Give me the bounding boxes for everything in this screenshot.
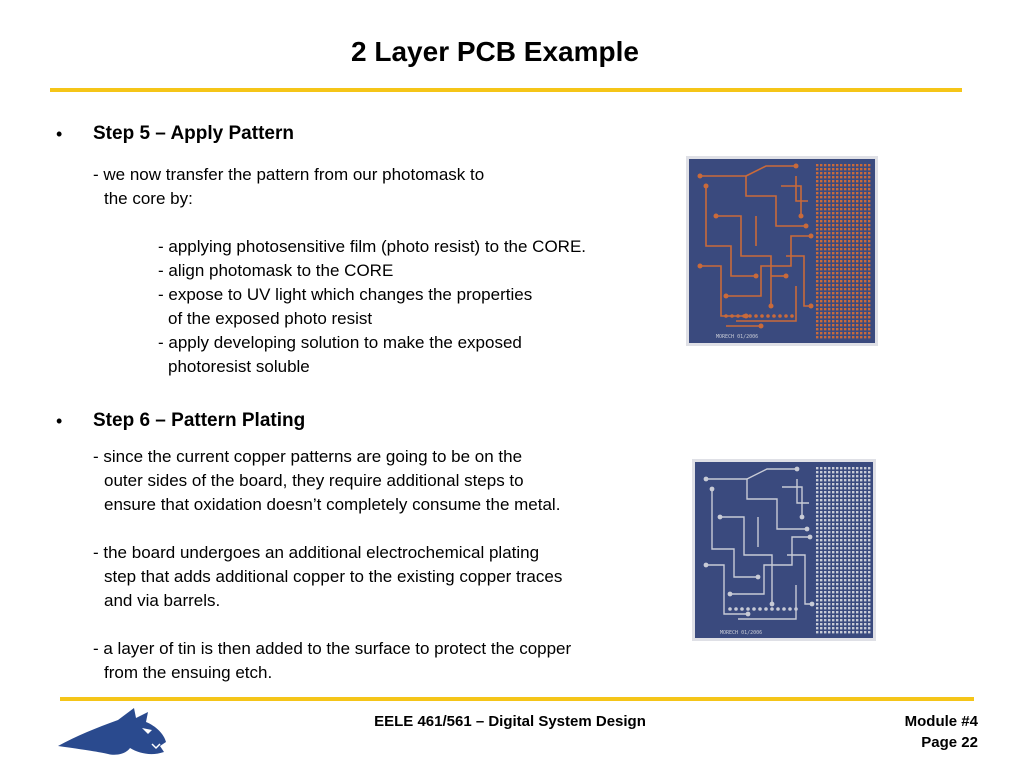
step5-line: - apply developing solution to make the …: [158, 333, 522, 352]
svg-text:MORECH 01/2006: MORECH 01/2006: [716, 334, 758, 340]
step6-heading: Step 6 – Pattern Plating: [93, 410, 306, 431]
step5-bullet: •: [56, 124, 63, 144]
step5-heading: Step 5 – Apply Pattern: [93, 123, 294, 144]
footer-divider: [60, 697, 974, 701]
title-divider: [50, 88, 962, 92]
bobcat-logo-icon: [58, 708, 166, 755]
step6-line: - a layer of tin is then added to the su…: [93, 639, 572, 658]
pcb-plated-image: MORECH 01/2006: [692, 459, 876, 641]
step6-line: - the board undergoes an additional elec…: [93, 543, 540, 562]
course-title: EELE 461/561 – Digital System Design: [374, 713, 646, 730]
step5-line: - expose to UV light which changes the p…: [158, 285, 533, 304]
pcb-photomask-image: MORECH 01/2006: [686, 156, 878, 346]
step6-line: ensure that oxidation doesn’t completely…: [104, 495, 561, 514]
step5-line: of the exposed photo resist: [168, 309, 373, 328]
step5-line: photoresist soluble: [168, 357, 310, 376]
module-label: Module #4: [904, 713, 978, 730]
step6-line: from the ensuing etch.: [104, 663, 273, 682]
step5-line: - align photomask to the CORE: [158, 261, 394, 280]
step6-bullet: •: [56, 411, 63, 431]
page-label: Page 22: [921, 734, 978, 751]
slide-title: 2 Layer PCB Example: [351, 36, 639, 67]
svg-text:MORECH 01/2006: MORECH 01/2006: [720, 630, 762, 636]
step6-line: outer sides of the board, they require a…: [104, 471, 524, 490]
step6-line: - since the current copper patterns are …: [93, 447, 523, 466]
slide-number: Module #4 Page 22: [905, 711, 978, 753]
step6-line: and via barrels.: [104, 591, 221, 610]
step5-line: - we now transfer the pattern from our p…: [93, 165, 485, 184]
step6-line: step that adds additional copper to the …: [104, 567, 563, 586]
step5-line: - applying photosensitive film (photo re…: [158, 237, 587, 256]
step5-line: the core by:: [104, 189, 193, 208]
